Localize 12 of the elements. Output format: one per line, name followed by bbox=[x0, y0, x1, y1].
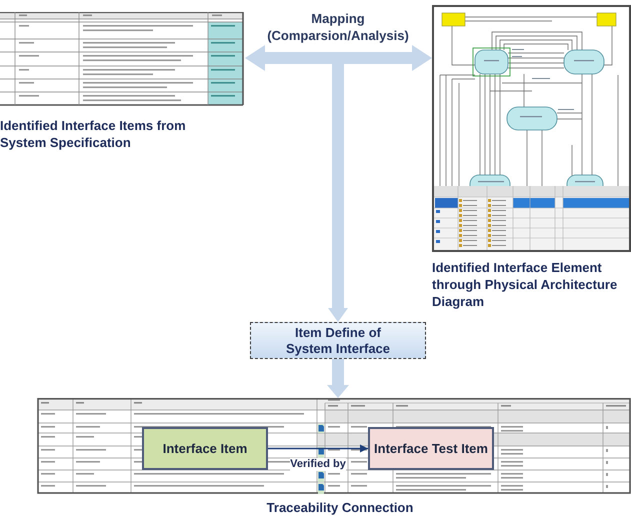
edge-label: Verified by bbox=[290, 458, 346, 471]
definition-box: Item Define of System Interface bbox=[250, 322, 426, 359]
architecture-diagram-drawing bbox=[432, 5, 631, 252]
arrow bbox=[245, 45, 432, 71]
node-label: Traceability Connection bbox=[266, 499, 414, 516]
item-box: Interface Item bbox=[142, 427, 268, 470]
table-screenshot-drawing bbox=[0, 12, 245, 106]
node-label: Identified Interface Element through Physical Architecture Diagram bbox=[432, 259, 618, 310]
arrow bbox=[268, 444, 368, 452]
node-label: Identified Interface Items from System Specification bbox=[0, 117, 187, 151]
item-box: Interface Test Item bbox=[368, 427, 494, 470]
arrow bbox=[327, 359, 349, 398]
